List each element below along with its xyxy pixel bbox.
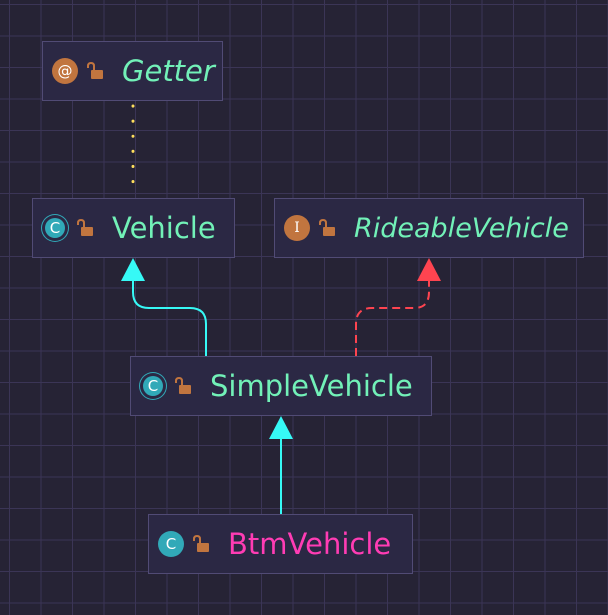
edge-simple-vehicle xyxy=(132,280,207,356)
node-vehicle-label: Vehicle xyxy=(112,210,216,245)
node-simple-vehicle-label: SimpleVehicle xyxy=(210,368,413,403)
abstract-class-icon: C xyxy=(42,215,68,241)
abstract-class-icon: C xyxy=(140,373,166,399)
class-icon: C xyxy=(158,531,184,557)
node-vehicle[interactable]: C Vehicle xyxy=(32,198,235,258)
node-rideable-vehicle-label: RideableVehicle xyxy=(354,212,569,244)
interface-icon: I xyxy=(284,215,310,241)
unlocked-icon xyxy=(77,218,93,236)
node-getter[interactable]: @ Getter xyxy=(42,41,223,101)
annotation-icon: @ xyxy=(52,58,78,84)
unlocked-icon xyxy=(319,218,335,236)
unlocked-icon xyxy=(87,61,103,79)
node-rideable-vehicle[interactable]: I RideableVehicle xyxy=(274,198,584,258)
arrowhead-btm-simple xyxy=(269,416,293,439)
node-btm-vehicle[interactable]: C BtmVehicle xyxy=(148,514,413,574)
arrowhead-simple-vehicle xyxy=(121,258,145,281)
unlocked-icon xyxy=(193,534,209,552)
arrowhead-simple-rideable xyxy=(417,258,441,281)
edge-simple-rideable xyxy=(355,280,430,356)
node-btm-vehicle-label: BtmVehicle xyxy=(228,526,392,561)
unlocked-icon xyxy=(175,376,191,394)
node-getter-label: Getter xyxy=(122,53,215,88)
node-simple-vehicle[interactable]: C SimpleVehicle xyxy=(130,356,432,416)
